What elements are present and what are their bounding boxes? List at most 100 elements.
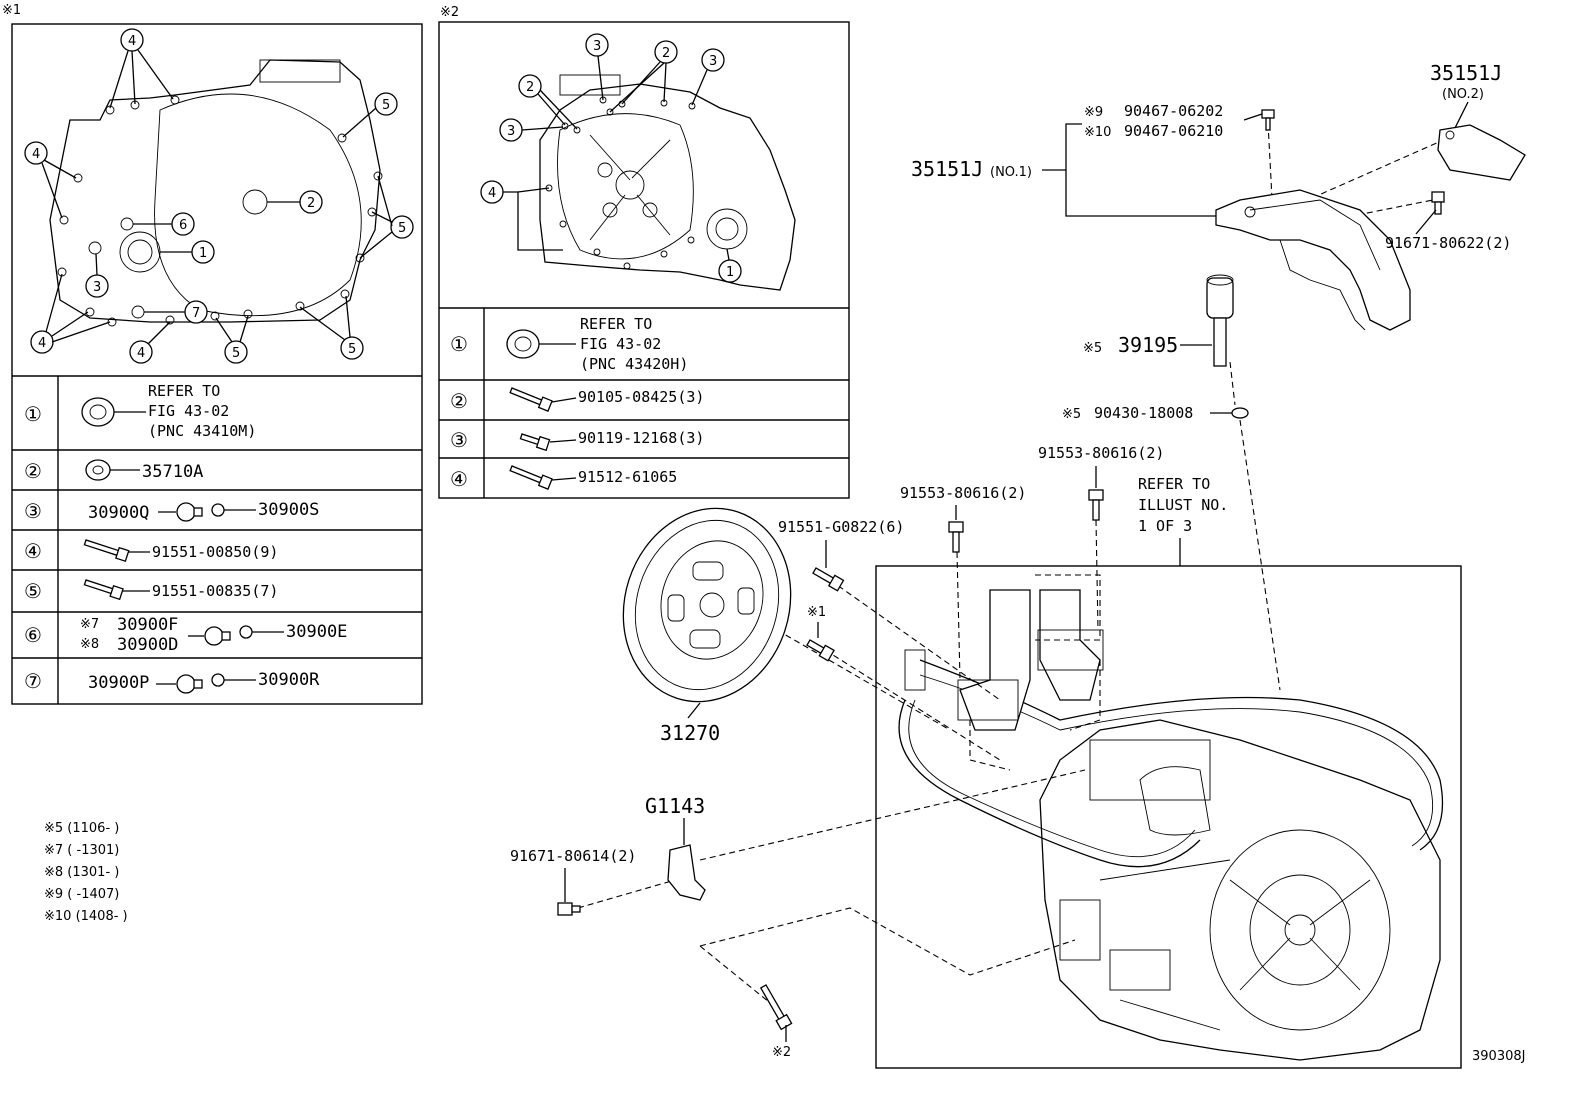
svg-text:※9 ( -1407): ※9 ( -1407) xyxy=(44,887,119,902)
svg-text:90119-12168(3): 90119-12168(3) xyxy=(578,429,704,447)
inset1-marker: ※1 xyxy=(2,3,21,18)
svg-text:ILLUST NO.: ILLUST NO. xyxy=(1138,496,1228,514)
label-35151J-no1: 35151J xyxy=(911,157,983,181)
part-labels: 35151J (NO.2) ※9 90467-06202 ※10 90467-0… xyxy=(510,61,1525,1064)
inset1-table: ① REFER TO FIG 43-02 (PNC 43410M) ② 3571… xyxy=(12,376,422,704)
svg-text:※8 (1301- ): ※8 (1301- ) xyxy=(44,865,119,880)
svg-text:①: ① xyxy=(450,332,468,356)
svg-text:①: ① xyxy=(24,402,42,426)
svg-text:91551-00850(9): 91551-00850(9) xyxy=(152,543,278,561)
bracket-no2 xyxy=(1437,124,1526,181)
svg-text:REFER TO: REFER TO xyxy=(580,315,652,333)
bolt-91551-G0822 xyxy=(812,567,845,592)
inset1-callouts: 4 4 4 4 5 5 5 5 2 1 6 3 7 xyxy=(24,28,414,364)
svg-text:31270: 31270 xyxy=(660,721,720,745)
svg-text:5: 5 xyxy=(232,346,240,361)
label-35151J-no2: 35151J xyxy=(1430,61,1502,85)
svg-text:②: ② xyxy=(450,389,468,413)
svg-text:3: 3 xyxy=(93,280,101,295)
manual-transaxle-assembly xyxy=(898,589,1444,1061)
bolt-90467 xyxy=(1261,109,1275,131)
svg-text:③: ③ xyxy=(450,428,468,452)
bolt-note2 xyxy=(759,984,793,1031)
svg-text:4: 4 xyxy=(488,186,496,201)
svg-text:※10 (1408- ): ※10 (1408- ) xyxy=(44,909,128,924)
svg-text:30900S: 30900S xyxy=(258,500,319,520)
svg-text:3: 3 xyxy=(709,54,717,69)
svg-text:※10: ※10 xyxy=(1084,125,1111,140)
svg-text:30900E: 30900E xyxy=(286,622,347,642)
transmission-control-bracket xyxy=(1215,189,1411,331)
svg-text:※5: ※5 xyxy=(1062,407,1081,422)
svg-text:⑤: ⑤ xyxy=(24,579,42,603)
svg-text:4: 4 xyxy=(128,34,136,49)
svg-text:91671-80622(2): 91671-80622(2) xyxy=(1385,234,1511,252)
inset2-table: ① REFER TO FIG 43-02 (PNC 43420H) ② 9010… xyxy=(439,308,849,498)
svg-text:※7 ( -1301): ※7 ( -1301) xyxy=(44,843,119,858)
svg-text:91512-61065: 91512-61065 xyxy=(578,468,677,486)
bolt-91671-80622 xyxy=(1431,191,1445,215)
svg-text:4: 4 xyxy=(38,336,46,351)
clutch-disc-31270 xyxy=(622,507,792,703)
svg-text:30900Q: 30900Q xyxy=(88,503,149,523)
svg-text:FIG 43-02: FIG 43-02 xyxy=(580,335,661,353)
svg-text:1: 1 xyxy=(199,246,207,261)
svg-text:④: ④ xyxy=(24,539,42,563)
inset2-marker: ※2 xyxy=(440,5,459,20)
svg-text:2: 2 xyxy=(307,196,315,211)
svg-text:2: 2 xyxy=(526,80,534,95)
svg-text:90430-18008: 90430-18008 xyxy=(1094,404,1193,422)
bolt-note1 xyxy=(806,639,835,662)
bracket-G1143 xyxy=(667,818,706,901)
svg-text:G1143: G1143 xyxy=(645,794,705,818)
svg-text:REFER TO: REFER TO xyxy=(148,382,220,400)
svg-text:※5 (1106- ): ※5 (1106- ) xyxy=(44,821,119,836)
svg-text:(NO.2): (NO.2) xyxy=(1442,87,1484,102)
svg-text:30900R: 30900R xyxy=(258,670,320,690)
svg-text:4: 4 xyxy=(32,147,40,162)
svg-text:3: 3 xyxy=(593,39,601,54)
svg-text:91551-00835(7): 91551-00835(7) xyxy=(152,582,278,600)
transaxle-housing-view-2 xyxy=(539,74,796,291)
svg-text:90467-06210: 90467-06210 xyxy=(1124,122,1223,140)
svg-text:⑥: ⑥ xyxy=(24,623,42,647)
svg-text:91551-G0822(6): 91551-G0822(6) xyxy=(778,518,904,536)
figure-code: 390308J xyxy=(1472,1049,1525,1064)
svg-text:FIG 43-02: FIG 43-02 xyxy=(148,402,229,420)
svg-text:(PNC 43410M): (PNC 43410M) xyxy=(148,422,256,440)
svg-text:91553-80616(2): 91553-80616(2) xyxy=(900,484,1026,502)
svg-text:(PNC 43420H): (PNC 43420H) xyxy=(580,355,688,373)
svg-text:90105-08425(3): 90105-08425(3) xyxy=(578,388,704,406)
svg-text:REFER TO: REFER TO xyxy=(1138,475,1210,493)
svg-text:6: 6 xyxy=(179,218,187,233)
svg-text:7: 7 xyxy=(192,306,200,321)
svg-text:30900P: 30900P xyxy=(88,673,149,693)
bolt-91553-a xyxy=(948,521,964,553)
svg-text:③: ③ xyxy=(24,499,42,523)
svg-text:35710A: 35710A xyxy=(142,462,203,482)
svg-text:5: 5 xyxy=(382,98,390,113)
svg-text:5: 5 xyxy=(398,221,406,236)
transaxle-assembly-frame xyxy=(875,565,1462,1069)
svg-text:※2: ※2 xyxy=(772,1045,791,1060)
svg-text:91553-80616(2): 91553-80616(2) xyxy=(1038,444,1164,462)
inset1-frame xyxy=(11,23,423,705)
bolt-91553-b xyxy=(1088,489,1104,521)
inset2-callouts: 3 2 3 2 3 4 1 xyxy=(480,33,742,283)
gasket-90430-18008 xyxy=(1231,407,1249,419)
svg-text:※1: ※1 xyxy=(807,605,826,620)
svg-text:②: ② xyxy=(24,459,42,483)
svg-text:※8: ※8 xyxy=(80,637,99,652)
svg-text:90467-06202: 90467-06202 xyxy=(1124,102,1223,120)
svg-text:2: 2 xyxy=(662,46,670,61)
svg-text:39195: 39195 xyxy=(1118,333,1178,357)
svg-text:※7: ※7 xyxy=(80,617,99,632)
svg-text:30900D: 30900D xyxy=(117,635,178,655)
svg-text:91671-80614(2): 91671-80614(2) xyxy=(510,847,636,865)
svg-text:3: 3 xyxy=(507,124,515,139)
svg-text:4: 4 xyxy=(137,346,145,361)
dashed-leaders xyxy=(577,122,1449,1016)
serial-notes: ※5 (1106- ) ※7 ( -1301) ※8 (1301- ) ※9 (… xyxy=(44,821,128,924)
svg-text:30900F: 30900F xyxy=(117,615,178,635)
